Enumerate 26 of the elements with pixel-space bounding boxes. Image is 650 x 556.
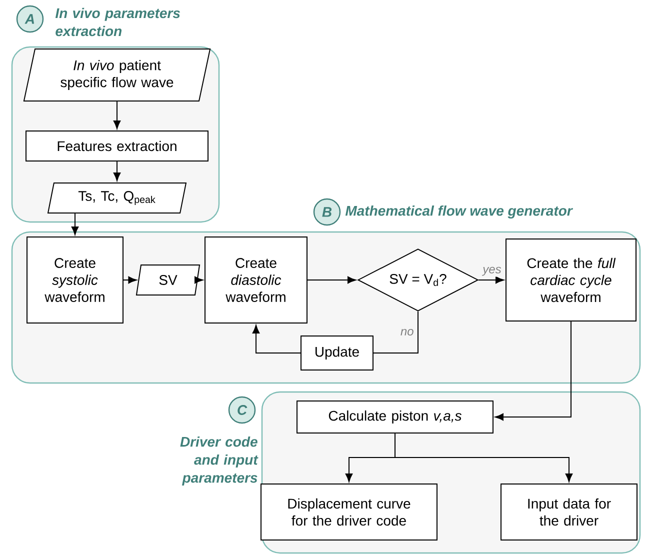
arrow <box>394 433 573 482</box>
process-box: Displacement curve for the driver code <box>260 484 438 540</box>
arrow <box>113 101 121 130</box>
arrow <box>71 213 79 236</box>
letter-badge: B <box>313 198 341 226</box>
panel-heading: Driver code and input parameters <box>180 436 258 486</box>
arrow <box>307 276 356 284</box>
arrow <box>194 276 204 284</box>
edge-label: yes <box>482 266 502 277</box>
data-parallelogram: In vivo patient specific flow wave <box>23 48 211 102</box>
letter-badge: C <box>228 396 256 424</box>
arrow <box>123 276 137 284</box>
arrow <box>113 161 121 182</box>
process-box: Update <box>300 336 374 370</box>
process-box: Create diastolic waveform <box>204 236 308 324</box>
process-box: Input data for the driver <box>500 484 638 540</box>
arrow <box>494 321 572 421</box>
panel-heading: In vivo parameters extraction <box>55 8 180 36</box>
process-box: Create the full cardiac cycle waveform <box>506 238 636 322</box>
letter-badge: A <box>16 5 44 33</box>
panel-heading: Mathematical flow wave generator <box>345 205 573 219</box>
process-box: Create systolic waveform <box>26 236 124 324</box>
process-box: Calculate piston v,a,s <box>296 400 494 434</box>
arrow <box>478 276 504 284</box>
arrow <box>252 324 301 354</box>
process-box: Features extraction <box>26 130 208 162</box>
